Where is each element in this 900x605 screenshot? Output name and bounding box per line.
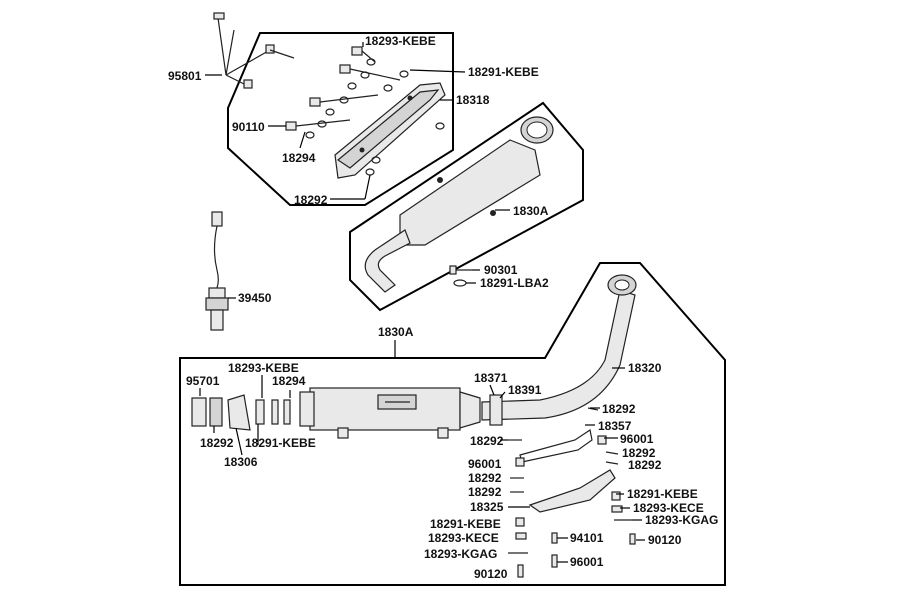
callout-18291-kebe-top: 18291-KEBE [468, 65, 539, 79]
callout-18391: 18391 [508, 383, 542, 397]
exhaust-system-group-outline [179, 262, 726, 586]
callout-18291-lba2: 18291-LBA2 [480, 276, 549, 290]
callout-18320: 18320 [628, 361, 662, 375]
callout-18292-a: 18292 [602, 402, 636, 416]
lower-muffler-body [299, 387, 481, 439]
callout-18294-bottom: 18294 [272, 374, 306, 388]
callout-90301: 90301 [484, 263, 518, 277]
callout-1830a-right: 1830A [513, 204, 549, 218]
end-cap-parts [191, 394, 291, 431]
callout-18292-f: 18292 [468, 485, 502, 499]
callout-18293-kebe-top: 18293-KEBE [365, 34, 436, 48]
callout-90110: 90110 [232, 120, 265, 134]
callout-18292-top: 18292 [294, 193, 328, 207]
heat-guard [528, 469, 616, 513]
callout-18306: 18306 [224, 455, 258, 469]
heat-shield [334, 82, 446, 179]
callout-95701: 95701 [186, 374, 220, 388]
callout-1830a-mid: 1830A [378, 325, 414, 339]
callout-18318: 18318 [456, 93, 490, 107]
muffler-group-outline [349, 101, 584, 312]
callout-18293-kgag-right: 18293-KGAG [645, 513, 718, 527]
callout-18293-kece-bottom: 18293-KECE [428, 531, 499, 545]
callout-18292-c: 18292 [622, 446, 656, 460]
callout-90120-bottom: 90120 [474, 567, 508, 581]
callout-18325: 18325 [470, 500, 504, 514]
callout-90120-right: 90120 [648, 533, 682, 547]
callout-96001-b: 96001 [468, 457, 502, 471]
bracket [519, 429, 593, 463]
callout-18371: 18371 [474, 371, 508, 385]
stud-bolt-set [213, 12, 295, 89]
callout-18293-kgag-bottom: 18293-KGAG [424, 547, 497, 561]
callout-18291-kebe-left: 18291-KEBE [245, 436, 316, 450]
callout-96001-a: 96001 [620, 432, 654, 446]
lower-leaders [199, 340, 645, 563]
bolt-washer-column [285, 46, 445, 176]
callout-96001-c: 96001 [570, 555, 604, 569]
callout-18291-kebe-right: 18291-KEBE [627, 487, 698, 501]
callout-18293-kece-right: 18293-KECE [633, 501, 704, 515]
callout-94101: 94101 [570, 531, 604, 545]
header-pipe [481, 274, 637, 426]
callout-18292-d: 18292 [628, 458, 662, 472]
muffler-assembly [364, 116, 554, 293]
fastener-set [508, 407, 636, 578]
callout-18357: 18357 [598, 419, 632, 433]
callout-95801: 95801 [168, 69, 202, 83]
callout-39450: 39450 [238, 291, 272, 305]
callout-18293-kebe-bottom: 18293-KEBE [228, 361, 299, 375]
callout-18292-e: 18292 [468, 471, 502, 485]
callout-18292-b: 18292 [470, 434, 504, 448]
callout-18291-kebe-bottom: 18291-KEBE [430, 517, 501, 531]
oxygen-sensor [205, 211, 229, 331]
heat-shield-group-outline [227, 32, 454, 206]
callout-18292-left: 18292 [200, 436, 234, 450]
callout-18294-top: 18294 [282, 151, 316, 165]
